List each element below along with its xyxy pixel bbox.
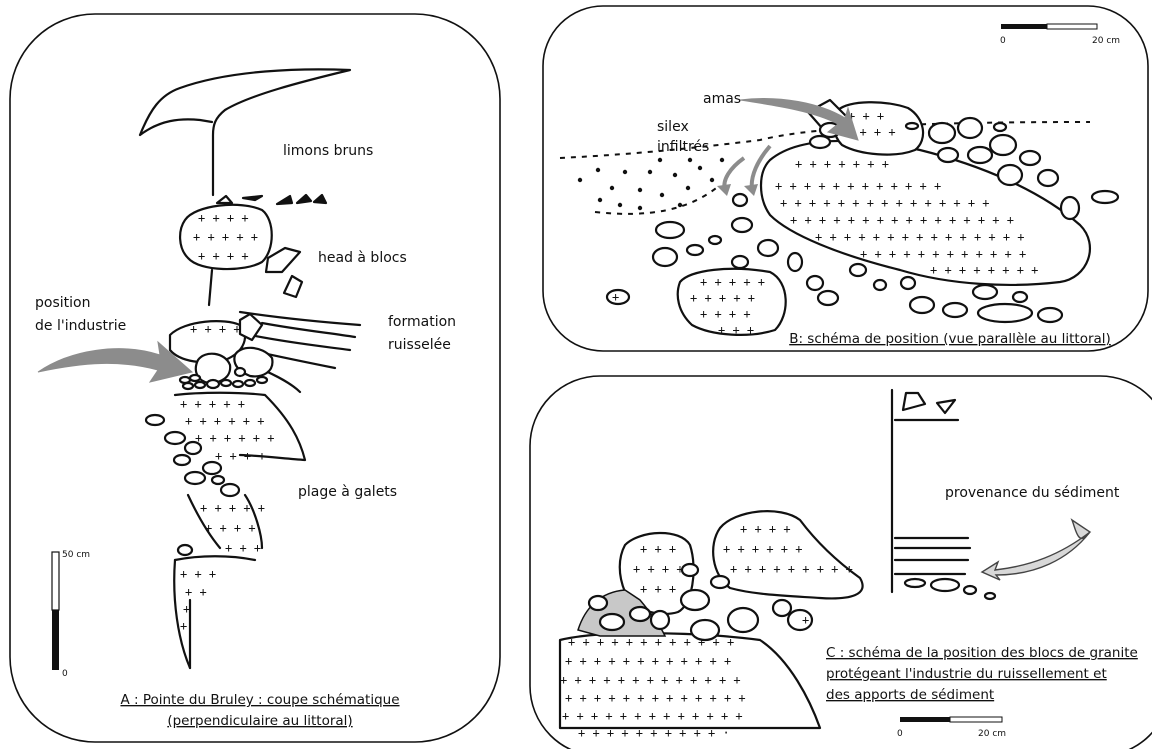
svg-text:+ + + + + + + + + + + +: + + + + + + + + + + + + (775, 179, 941, 193)
scale-c-right: 20 cm (978, 729, 1006, 739)
caption-c-line3: des apports de sédiment (826, 687, 994, 703)
label-ruisselee: ruisselée (388, 337, 451, 353)
svg-text:+ + +: + + + (848, 109, 884, 123)
label-head-a-blocs: head à blocs (318, 250, 407, 266)
svg-text:+: + (183, 602, 190, 616)
panel-a: + + + + + + + + + + + + + + + + + (10, 14, 500, 742)
provenance-arrow (982, 520, 1090, 580)
svg-text:+ + +: + + + (718, 323, 754, 337)
head-block-2 (284, 276, 302, 297)
svg-text:+ +: + + (185, 585, 207, 599)
svg-text:+ + + + + + + +: + + + + + + + + (930, 263, 1038, 277)
panel-c: provenance du sédiment + + + + + + + + +… (530, 376, 1152, 749)
scale-b-left: 0 (1000, 36, 1006, 46)
svg-text:+ + + + +: + + + + + (200, 501, 265, 515)
svg-text:+ + + + +: + + + + + (193, 230, 258, 244)
svg-text:+ + + +: + + + + (198, 249, 249, 263)
label-plage-a-galets: plage à galets (298, 484, 397, 500)
label-silex: silex (657, 119, 689, 135)
svg-text:+ + + + + +: + + + + + + (185, 414, 264, 428)
sediment-line-lower (595, 185, 720, 214)
caption-c-line1: C : schéma de la position des blocs de g… (826, 645, 1138, 661)
caption-c-line2: protégeant l'industrie du ruissellement … (826, 666, 1107, 682)
svg-text:+ + + +: + + + + (215, 449, 266, 463)
scale-a-bottom: 0 (62, 669, 68, 679)
limons-outline (140, 69, 350, 195)
svg-text:+ + + + + + + + + + + + +: + + + + + + + + + + + + + (562, 709, 743, 723)
svg-text:+ + + + + + + + + + + + +: + + + + + + + + + + + + + (560, 673, 741, 687)
label-amas: amas (703, 91, 741, 107)
granite-crosses-middle: + + + + (190, 322, 241, 336)
caption-a-line2: (perpendiculaire au littoral) (167, 713, 352, 729)
label-limons-bruns: limons bruns (283, 143, 373, 159)
svg-text:+ + + + + + + + + + + + +: + + + + + + + + + + + + + (565, 691, 746, 705)
svg-text:+ + +: + + + (180, 567, 216, 581)
granite-crosses-upper: + + + + + + + + + + + + + (193, 211, 258, 263)
svg-text:+ + +: + + + (640, 582, 676, 596)
label-position: position (35, 295, 90, 311)
svg-text:+ + + + + + + + + + + +: + + + + + + + + + + + + (565, 654, 731, 668)
label-industrie: de l'industrie (35, 318, 126, 334)
scale-bar-c: 0 20 cm (897, 717, 1006, 739)
label-provenance: provenance du sédiment (945, 485, 1120, 501)
scale-b-right: 20 cm (1092, 36, 1120, 46)
column-pebbles (905, 579, 995, 599)
svg-text:+ + + +: + + + + (700, 307, 751, 321)
svg-text:+ + + + + + + + + + ·: + + + + + + + + + + · (578, 726, 730, 740)
silex-dots (578, 158, 724, 210)
svg-text:+: + (612, 290, 619, 304)
svg-text:+ + + + + + + + + + + + + + +: + + + + + + + + + + + + + + + (780, 196, 990, 210)
svg-text:+ + + + +: + + + + + (690, 291, 755, 305)
svg-text:+ + + +: + + + + (205, 521, 256, 535)
scale-bar-b: 0 20 cm (1000, 24, 1120, 46)
svg-text:+ + + +: + + + + (740, 522, 791, 536)
svg-text:+ + + + + + + + + + + + + + +: + + + + + + + + + + + + + + + (815, 230, 1025, 244)
panel-a-frame (10, 14, 500, 742)
scale-c-left: 0 (897, 729, 903, 739)
svg-text:+ + + + + + + + + + + +: + + + + + + + + + + + + (860, 247, 1026, 261)
svg-text:+ + + + +: + + + + + (180, 397, 245, 411)
svg-text:+ + +: + + + (640, 542, 676, 556)
label-formation: formation (388, 314, 456, 330)
svg-text:+ + + + + +: + + + + + + (195, 431, 274, 445)
caption-b: B: schéma de position (vue parallèle au … (789, 331, 1111, 347)
svg-text:+ + +: + + + (225, 541, 261, 555)
caption-a-line1: A : Pointe du Bruley : coupe schématique (120, 692, 399, 708)
head-block-1 (266, 248, 300, 272)
svg-text:+ + + +: + + + + (198, 211, 249, 225)
triangle-marks (217, 195, 326, 204)
svg-text:+ + + +: + + + + (633, 562, 684, 576)
amas-arrow (740, 99, 858, 140)
svg-text:+ + + +: + + + + (190, 322, 241, 336)
svg-text:+ + + + + + +: + + + + + + + (795, 157, 889, 171)
svg-text:+: + (180, 619, 187, 633)
svg-text:+ + + + + +: + + + + + + (723, 542, 802, 556)
scale-a-top: 50 cm (62, 550, 90, 560)
label-infiltres: infiltrés (657, 139, 709, 155)
scale-bar-a: 50 cm 0 (52, 550, 90, 679)
panel-b: 0 20 cm + + + + + + + + + + + + + + + + … (543, 6, 1148, 351)
svg-text:+ + + + + + + + + + + + + + +: + + + + + + + + + + + + + + + + (790, 213, 1014, 227)
svg-text:+: + (802, 613, 809, 627)
svg-text:+ + + + +: + + + + + (700, 275, 765, 289)
svg-text:+ + + + + + + + +: + + + + + + + + + (730, 562, 853, 576)
